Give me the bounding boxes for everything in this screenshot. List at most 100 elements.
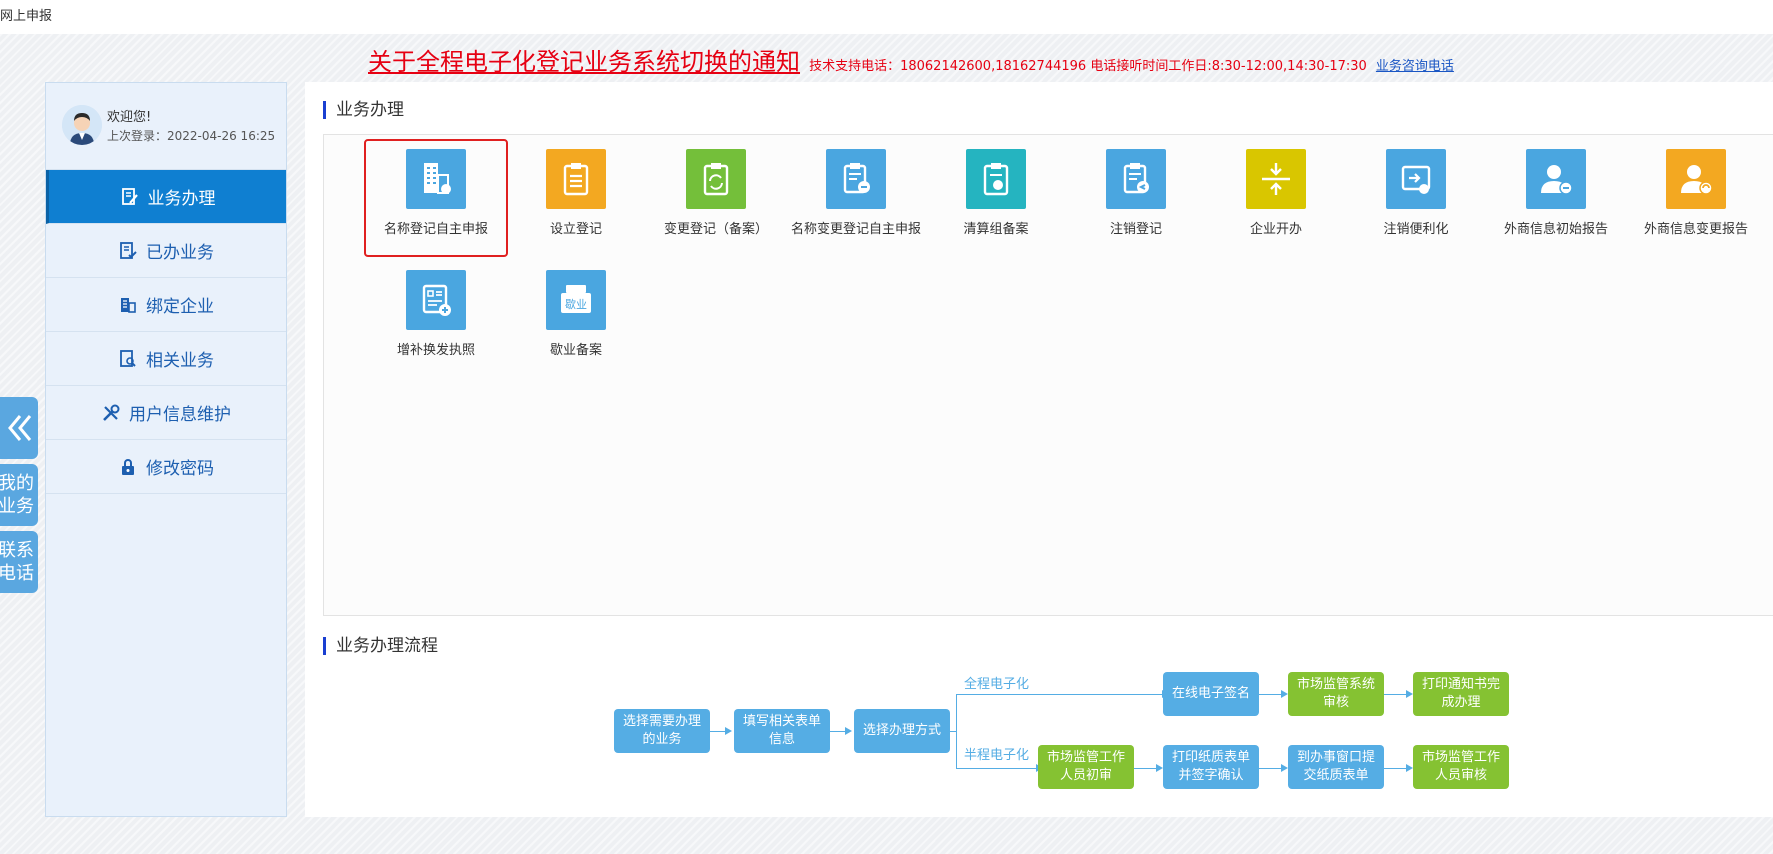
consult-phone-link[interactable]: 业务咨询电话 bbox=[1375, 59, 1454, 74]
sidebar-item-label: 相关业务 bbox=[146, 351, 214, 371]
my-business-line1: 我的 bbox=[0, 473, 34, 494]
flow-step-fill-form: 填写相关表单信息 bbox=[734, 709, 830, 753]
clipboard-back-icon bbox=[1123, 163, 1149, 194]
flow-step-text: 选择办理方式 bbox=[862, 723, 941, 738]
sidebar-item-done[interactable]: 已办业务 bbox=[46, 224, 286, 278]
compress-icon bbox=[1262, 163, 1290, 195]
user-avatar-icon bbox=[62, 105, 102, 145]
flow-arrow bbox=[1281, 690, 1288, 698]
tile-deregistration-facilitation[interactable]: 注销便利化 bbox=[1346, 149, 1486, 238]
tile-icon-box bbox=[686, 149, 746, 209]
my-business-tab[interactable]: 我的 业务 bbox=[0, 464, 38, 526]
flow-connector bbox=[956, 694, 1164, 695]
main-panel: 业务办理 名称登记自主申报 设立登记 变更登记（备案） 名称变更登记自主申报 bbox=[305, 82, 1773, 817]
flow-step-text: 选择需要办理的业务 bbox=[622, 714, 701, 747]
tile-icon-box: 歇业 bbox=[546, 270, 606, 330]
tile-foreign-initial-report[interactable]: 外商信息初始报告 bbox=[1486, 149, 1626, 238]
flow-label-full: 全程电子化 bbox=[964, 677, 1030, 692]
tile-label: 注销登记 bbox=[1109, 222, 1162, 237]
sidebar-item-user-info[interactable]: 用户信息维护 bbox=[46, 386, 286, 440]
notice-bar: 关于全程电子化登记业务系统切换的通知 技术支持电话：18062142600,18… bbox=[368, 42, 1454, 77]
flow-step-text: 填写相关表单信息 bbox=[742, 714, 821, 747]
flow-step-text: 市场监管系统审核 bbox=[1296, 677, 1375, 710]
tile-icon-box bbox=[1106, 149, 1166, 209]
tile-badge-text: 歇业 bbox=[565, 298, 587, 311]
tile-establish-registration[interactable]: 设立登记 bbox=[506, 149, 646, 238]
sidebar-item-related[interactable]: 相关业务 bbox=[46, 332, 286, 386]
tile-enterprise-startup[interactable]: 企业开办 bbox=[1206, 149, 1346, 238]
flow-connector bbox=[1259, 694, 1284, 695]
tile-liquidation-filing[interactable]: 清算组备案 bbox=[926, 149, 1066, 238]
flow-connector bbox=[956, 768, 1039, 769]
sidebar-item-bind-company[interactable]: 绑定企业 bbox=[46, 278, 286, 332]
flow-connector bbox=[1134, 768, 1159, 769]
sidebar-item-change-password[interactable]: 修改密码 bbox=[46, 440, 286, 494]
clipboard-stamp-icon bbox=[983, 163, 1009, 196]
tile-suspension-filing[interactable]: 歇业 歇业备案 bbox=[506, 270, 646, 359]
tile-license-reissue[interactable]: 增补换发执照 bbox=[366, 270, 506, 359]
top-bar: 网上申报 bbox=[0, 0, 1773, 34]
clipboard-minus-icon bbox=[843, 163, 870, 194]
suspension-badge-icon: 歇业 bbox=[561, 285, 591, 313]
tile-name-registration[interactable]: 名称登记自主申报 bbox=[364, 139, 508, 257]
edit-doc-icon bbox=[120, 187, 140, 207]
sidebar-item-label: 修改密码 bbox=[146, 459, 214, 479]
tile-icon-box bbox=[966, 149, 1026, 209]
tile-icon-box bbox=[406, 270, 466, 330]
done-doc-icon bbox=[118, 241, 138, 261]
tile-label: 增补换发执照 bbox=[396, 343, 475, 358]
flow-connector bbox=[1259, 768, 1284, 769]
flow-arrow bbox=[1406, 764, 1413, 772]
welcome-text: 欢迎您! bbox=[107, 110, 152, 125]
flow-step-text: 在线电子签名 bbox=[1171, 686, 1250, 701]
lock-icon bbox=[118, 457, 138, 477]
exit-box-icon bbox=[1401, 165, 1431, 194]
contact-line1: 联系 bbox=[0, 540, 34, 561]
building-icon bbox=[424, 163, 451, 194]
contact-phone-tab[interactable]: 联系 电话 bbox=[0, 531, 38, 593]
flow-step-text: 市场监管工作人员初审 bbox=[1046, 750, 1125, 783]
flow-connector bbox=[710, 731, 728, 732]
tile-label: 设立登记 bbox=[549, 222, 602, 237]
tile-icon-box bbox=[1526, 149, 1586, 209]
flow-step-print-sign: 打印纸质表单并签字确认 bbox=[1163, 745, 1259, 789]
flow-step-text: 打印通知书完成办理 bbox=[1421, 677, 1500, 710]
flow-step-print-notice: 打印通知书完成办理 bbox=[1413, 672, 1509, 716]
tile-foreign-change-report[interactable]: 外商信息变更报告 bbox=[1626, 149, 1766, 238]
tile-icon-box bbox=[1386, 149, 1446, 209]
sidebar-item-business[interactable]: 业务办理 bbox=[46, 170, 286, 224]
flow-branch-line bbox=[956, 694, 957, 768]
flow-step-text: 到办事窗口提交纸质表单 bbox=[1296, 750, 1375, 783]
flow-step-choose-method: 选择办理方式 bbox=[854, 709, 950, 753]
flow-section-title: 业务办理流程 bbox=[323, 637, 438, 655]
flow-step-online-signature: 在线电子签名 bbox=[1163, 672, 1259, 716]
tile-change-registration[interactable]: 变更登记（备案） bbox=[646, 149, 786, 238]
flow-step-system-review: 市场监管系统审核 bbox=[1288, 672, 1384, 716]
flow-step-submit-paper: 到办事窗口提交纸质表单 bbox=[1288, 745, 1384, 789]
window-title: 网上申报 bbox=[0, 9, 53, 24]
flow-step-initial-review: 市场监管工作人员初审 bbox=[1038, 745, 1134, 789]
tile-name-change-registration[interactable]: 名称变更登记自主申报 bbox=[786, 149, 926, 238]
tile-label: 企业开办 bbox=[1249, 222, 1302, 237]
avatar bbox=[62, 105, 102, 145]
flow-arrow bbox=[845, 727, 852, 735]
sidebar-item-label: 业务办理 bbox=[147, 189, 216, 209]
flow-arrow bbox=[1281, 764, 1288, 772]
search-doc-icon bbox=[118, 349, 138, 369]
tile-deregistration[interactable]: 注销登记 bbox=[1066, 149, 1206, 238]
tile-label: 清算组备案 bbox=[963, 222, 1029, 237]
collapse-tab[interactable] bbox=[0, 397, 38, 459]
flow-connector bbox=[1384, 694, 1409, 695]
double-chevron-left-icon bbox=[8, 415, 32, 441]
last-login-text: 上次登录：2022-04-26 16:25 bbox=[107, 129, 276, 143]
business-section-title: 业务办理 bbox=[323, 101, 404, 119]
business-grid: 名称登记自主申报 设立登记 变更登记（备案） 名称变更登记自主申报 清算组备案 bbox=[323, 134, 1773, 616]
flow-step-select-business: 选择需要办理的业务 bbox=[614, 709, 710, 753]
tile-icon-box bbox=[1246, 149, 1306, 209]
tile-label: 名称登记自主申报 bbox=[383, 222, 488, 237]
tile-label: 歇业备案 bbox=[549, 343, 602, 358]
person-minus-icon bbox=[1541, 165, 1573, 195]
sidebar: 欢迎您! 上次登录：2022-04-26 16:25 业务办理 已办业务 绑定企… bbox=[45, 82, 287, 817]
notice-headline[interactable]: 关于全程电子化登记业务系统切换的通知 bbox=[368, 48, 800, 76]
tile-icon-box bbox=[546, 149, 606, 209]
